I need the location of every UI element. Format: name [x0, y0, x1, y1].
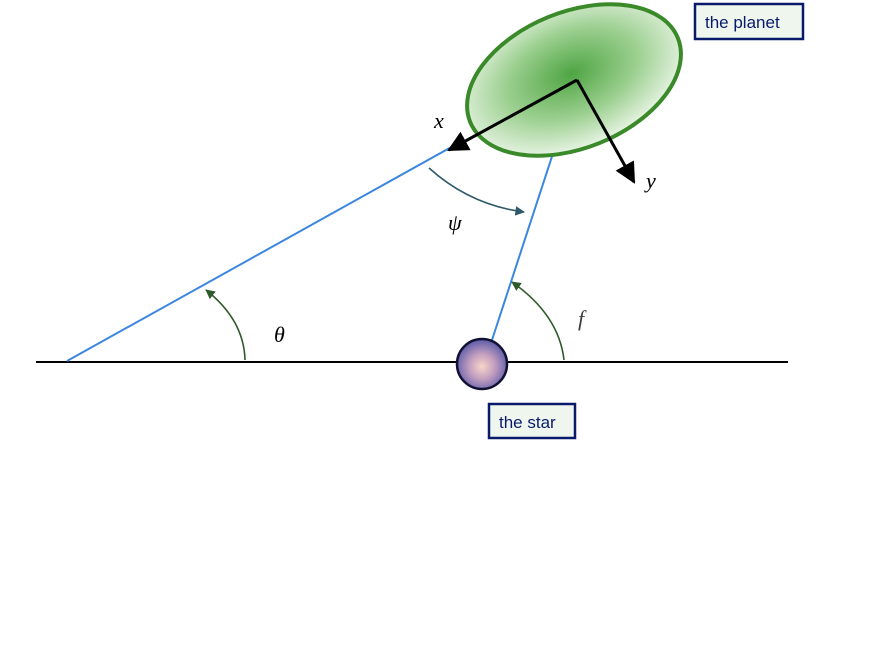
star-circle — [455, 337, 509, 391]
f-label: f — [578, 306, 587, 331]
psi-label: ψ — [448, 210, 462, 235]
star-label-box — [487, 402, 577, 440]
star-label: the star — [499, 413, 556, 432]
theta-label: θ — [274, 322, 285, 347]
theta-angle-arc — [205, 289, 246, 361]
psi-angle-arc — [428, 167, 525, 216]
planet-label-box — [693, 2, 805, 41]
x-axis-label: x — [433, 108, 444, 133]
f-angle-arc — [511, 281, 565, 361]
y-axis-label: y — [644, 168, 656, 193]
line-of-sight-line — [66, 144, 456, 362]
planet-label: the planet — [705, 13, 780, 32]
planet-ellipse — [465, 2, 683, 158]
x-axis-arrow — [447, 78, 578, 152]
y-axis-arrow — [575, 79, 636, 184]
